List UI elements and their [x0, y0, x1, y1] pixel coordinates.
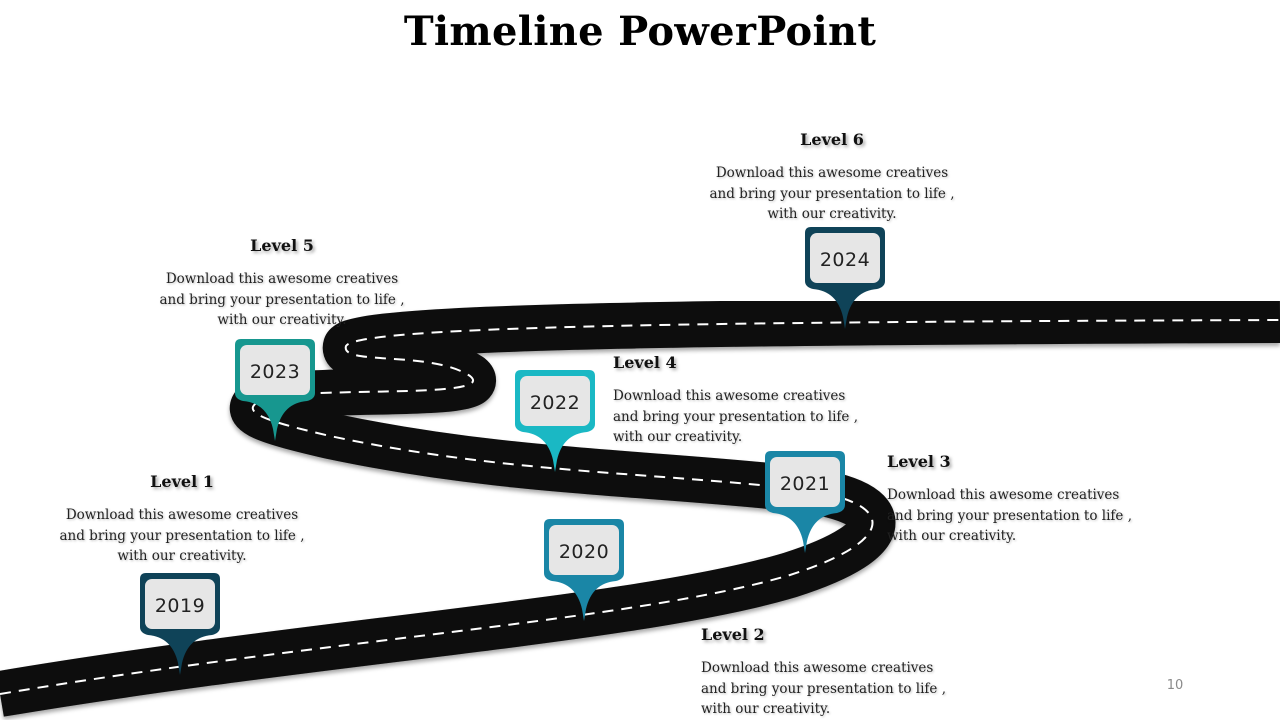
desc-line: Download this awesome creatives	[715, 165, 949, 181]
pin-shape	[765, 451, 845, 553]
page-number: 10	[1166, 678, 1184, 693]
level-1-block: Level 1 Download this awesome creatives …	[52, 472, 312, 567]
marker-year-label: 2020	[558, 541, 610, 563]
desc-line: with our creativity.	[217, 312, 347, 328]
desc-line: and bring your presentation to life ,	[701, 680, 946, 697]
desc-line: with our creativity.	[613, 429, 743, 445]
level-description: Download this awesome creatives and brin…	[702, 163, 962, 225]
desc-line: Download this awesome creatives	[65, 507, 299, 523]
level-5-block: Level 5 Download this awesome creatives …	[152, 236, 412, 331]
desc-line: with our creativity.	[701, 701, 831, 717]
level-description: Download this awesome creatives and brin…	[152, 269, 412, 331]
level-description: Download this awesome creatives and brin…	[887, 485, 1147, 547]
desc-line: Download this awesome creatives	[887, 487, 1120, 503]
desc-line: Download this awesome creatives	[165, 271, 399, 287]
slide-title: Timeline PowerPoint	[403, 8, 877, 55]
desc-line: with our creativity.	[887, 528, 1017, 544]
level-heading: Level 3	[887, 452, 951, 471]
marker-year-label: 2022	[529, 392, 581, 414]
desc-line: Download this awesome creatives	[613, 388, 846, 404]
marker-2019: 2019	[138, 573, 222, 697]
desc-line: with our creativity.	[117, 548, 247, 564]
marker-year-label: 2024	[819, 249, 871, 271]
pin-shape	[805, 227, 885, 329]
desc-line: Download this awesome creatives	[701, 660, 934, 676]
desc-line: and bring your presentation to life ,	[709, 185, 955, 202]
desc-line: and bring your presentation to life ,	[59, 527, 305, 544]
marker-2024: 2024	[803, 227, 887, 351]
marker-year-label: 2023	[249, 361, 301, 383]
level-2-block: Level 2 Download this awesome creatives …	[701, 625, 961, 720]
pin-shape	[515, 370, 595, 472]
marker-year-label: 2021	[779, 473, 831, 495]
level-description: Download this awesome creatives and brin…	[613, 386, 873, 448]
desc-line: and bring your presentation to life ,	[613, 408, 858, 425]
level-3-block: Level 3 Download this awesome creatives …	[887, 452, 1147, 547]
level-heading: Level 4	[613, 353, 677, 372]
level-heading: Level 1	[150, 472, 214, 491]
desc-line: and bring your presentation to life ,	[887, 507, 1132, 524]
road-center-dash	[0, 319, 1280, 695]
level-heading: Level 6	[800, 130, 864, 149]
desc-line: and bring your presentation to life ,	[159, 291, 405, 308]
level-6-block: Level 6 Download this awesome creatives …	[702, 130, 962, 225]
marker-2021: 2021	[763, 451, 847, 575]
marker-2023: 2023	[233, 339, 317, 463]
level-4-block: Level 4 Download this awesome creatives …	[613, 353, 873, 448]
level-description: Download this awesome creatives and brin…	[52, 505, 312, 567]
pin-shape	[544, 519, 624, 621]
level-heading: Level 5	[250, 236, 314, 255]
pin-shape	[140, 573, 220, 675]
desc-line: with our creativity.	[767, 206, 897, 222]
level-description: Download this awesome creatives and brin…	[701, 658, 961, 720]
marker-year-label: 2019	[154, 595, 206, 617]
level-heading: Level 2	[701, 625, 765, 644]
marker-2020: 2020	[542, 519, 626, 643]
pin-shape	[235, 339, 315, 441]
marker-2022: 2022	[513, 370, 597, 494]
